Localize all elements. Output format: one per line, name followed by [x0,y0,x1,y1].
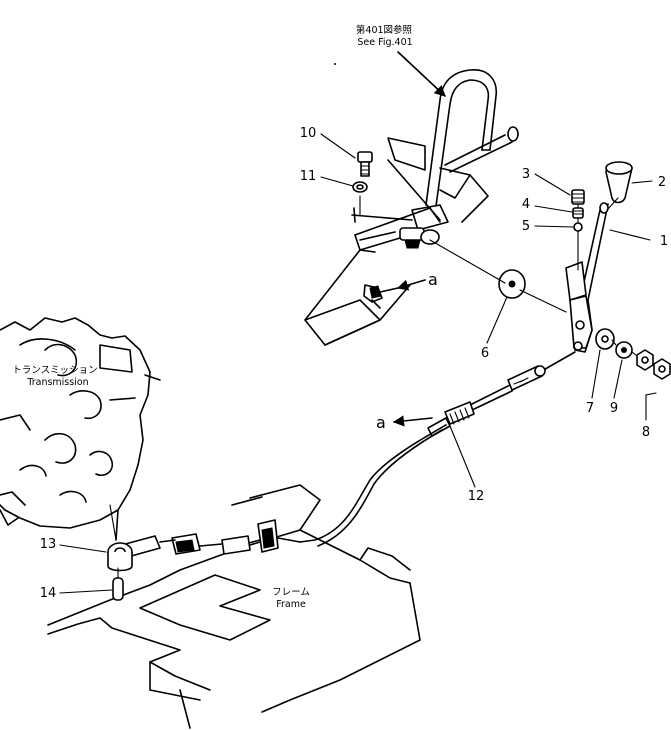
part-number-3: 3 [522,167,530,182]
lever-1 [565,202,609,353]
transmission-label: トランスミッション Transmission [12,365,97,388]
view-marker-lower: a [376,413,433,432]
support-bracket [304,137,489,346]
spring-3 [571,189,585,205]
assembly-lines [109,195,638,579]
figure-ref-jp: 第401図参照 [356,24,413,36]
control-cable-12 [299,351,576,547]
view-marker-upper: a [396,270,438,291]
pin-14 [112,577,124,601]
view-marker-lower-label: a [376,413,386,432]
leader-lines [59,133,657,594]
part-number-6: 6 [481,346,489,361]
grab-handle [425,69,519,207]
part-number-2: 2 [658,175,666,190]
nut-4 [572,207,584,219]
part-number-8: 8 [642,425,650,440]
part-number-1: 1 [660,234,668,249]
bolt-10 [357,151,373,177]
arm-13 [107,535,176,572]
transmission-label-en: Transmission [26,377,88,388]
part-number-14: 14 [40,586,57,601]
pivot-assembly [351,204,449,309]
nut-8 [636,349,671,380]
view-marker-upper-label: a [428,270,438,289]
transmission-label-jp: トランスミッション [12,365,97,376]
washer-5 [573,222,583,232]
part-number-11: 11 [300,169,317,184]
washer-7 [595,328,615,350]
frame-label-en: Frame [276,599,306,610]
nut-11 [352,181,368,193]
part-number-12: 12 [468,489,485,504]
part-number-5: 5 [522,219,530,234]
part-number-9: 9 [610,401,618,416]
part-number-7: 7 [586,401,594,416]
speck [334,63,336,65]
transmission-housing [0,317,161,541]
part-number-4: 4 [522,197,530,212]
washer-6 [498,269,526,299]
frame-outline [47,484,421,729]
frame-label-jp: フレーム [272,587,310,598]
figure-ref-en: See Fig.401 [357,37,412,48]
washer-9 [615,341,633,359]
part-number-13: 13 [40,537,57,552]
knob-2 [605,161,633,204]
part-number-10: 10 [300,126,317,141]
frame-label: フレーム Frame [272,587,310,610]
figure-reference: 第401図参照 See Fig.401 [356,24,446,97]
part-numbers: 1 2 3 4 5 6 7 8 9 10 11 12 13 14 [40,126,668,601]
cable-frame-end [171,519,301,555]
bracket-bolt [369,285,399,299]
